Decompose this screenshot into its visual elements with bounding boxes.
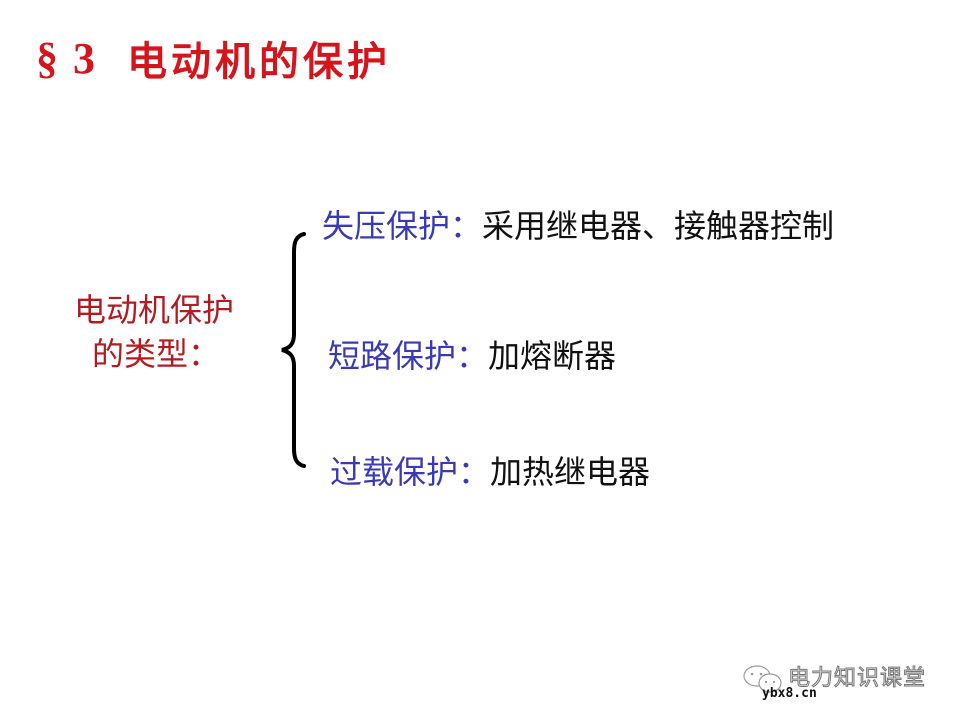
protection-method: 加热继电器 [490, 453, 651, 491]
protection-type: 短路保护： [328, 337, 489, 375]
slide-title: § 3 电动机的保护 [36, 28, 391, 88]
protection-item: 失压保护：采用继电器、接触器控制 [322, 206, 834, 246]
curly-brace-icon [281, 232, 306, 468]
watermark: 电力知识课堂 ybx8.cn [740, 660, 950, 701]
protection-type: 过载保护： [330, 453, 491, 491]
protection-item: 短路保护：加熔断器 [328, 336, 616, 376]
title-text: 电动机的保护 [127, 39, 391, 85]
protection-item: 过载保护：加热继电器 [330, 452, 650, 492]
category-label-line2: 的类型： [92, 335, 221, 373]
category-label: 电动机保护 的类型： [74, 288, 234, 376]
protection-method: 采用继电器、接触器控制 [482, 207, 835, 245]
protection-method: 加熔断器 [488, 337, 617, 375]
watermark-name: 电力知识课堂 [787, 666, 927, 692]
wechat-icon [743, 665, 782, 693]
category-label-line1: 电动机保护 [74, 291, 235, 329]
protection-type: 失压保护： [322, 207, 483, 245]
section-number: § 3 [36, 33, 97, 83]
watermark-url: ybx8.cn [762, 686, 817, 701]
